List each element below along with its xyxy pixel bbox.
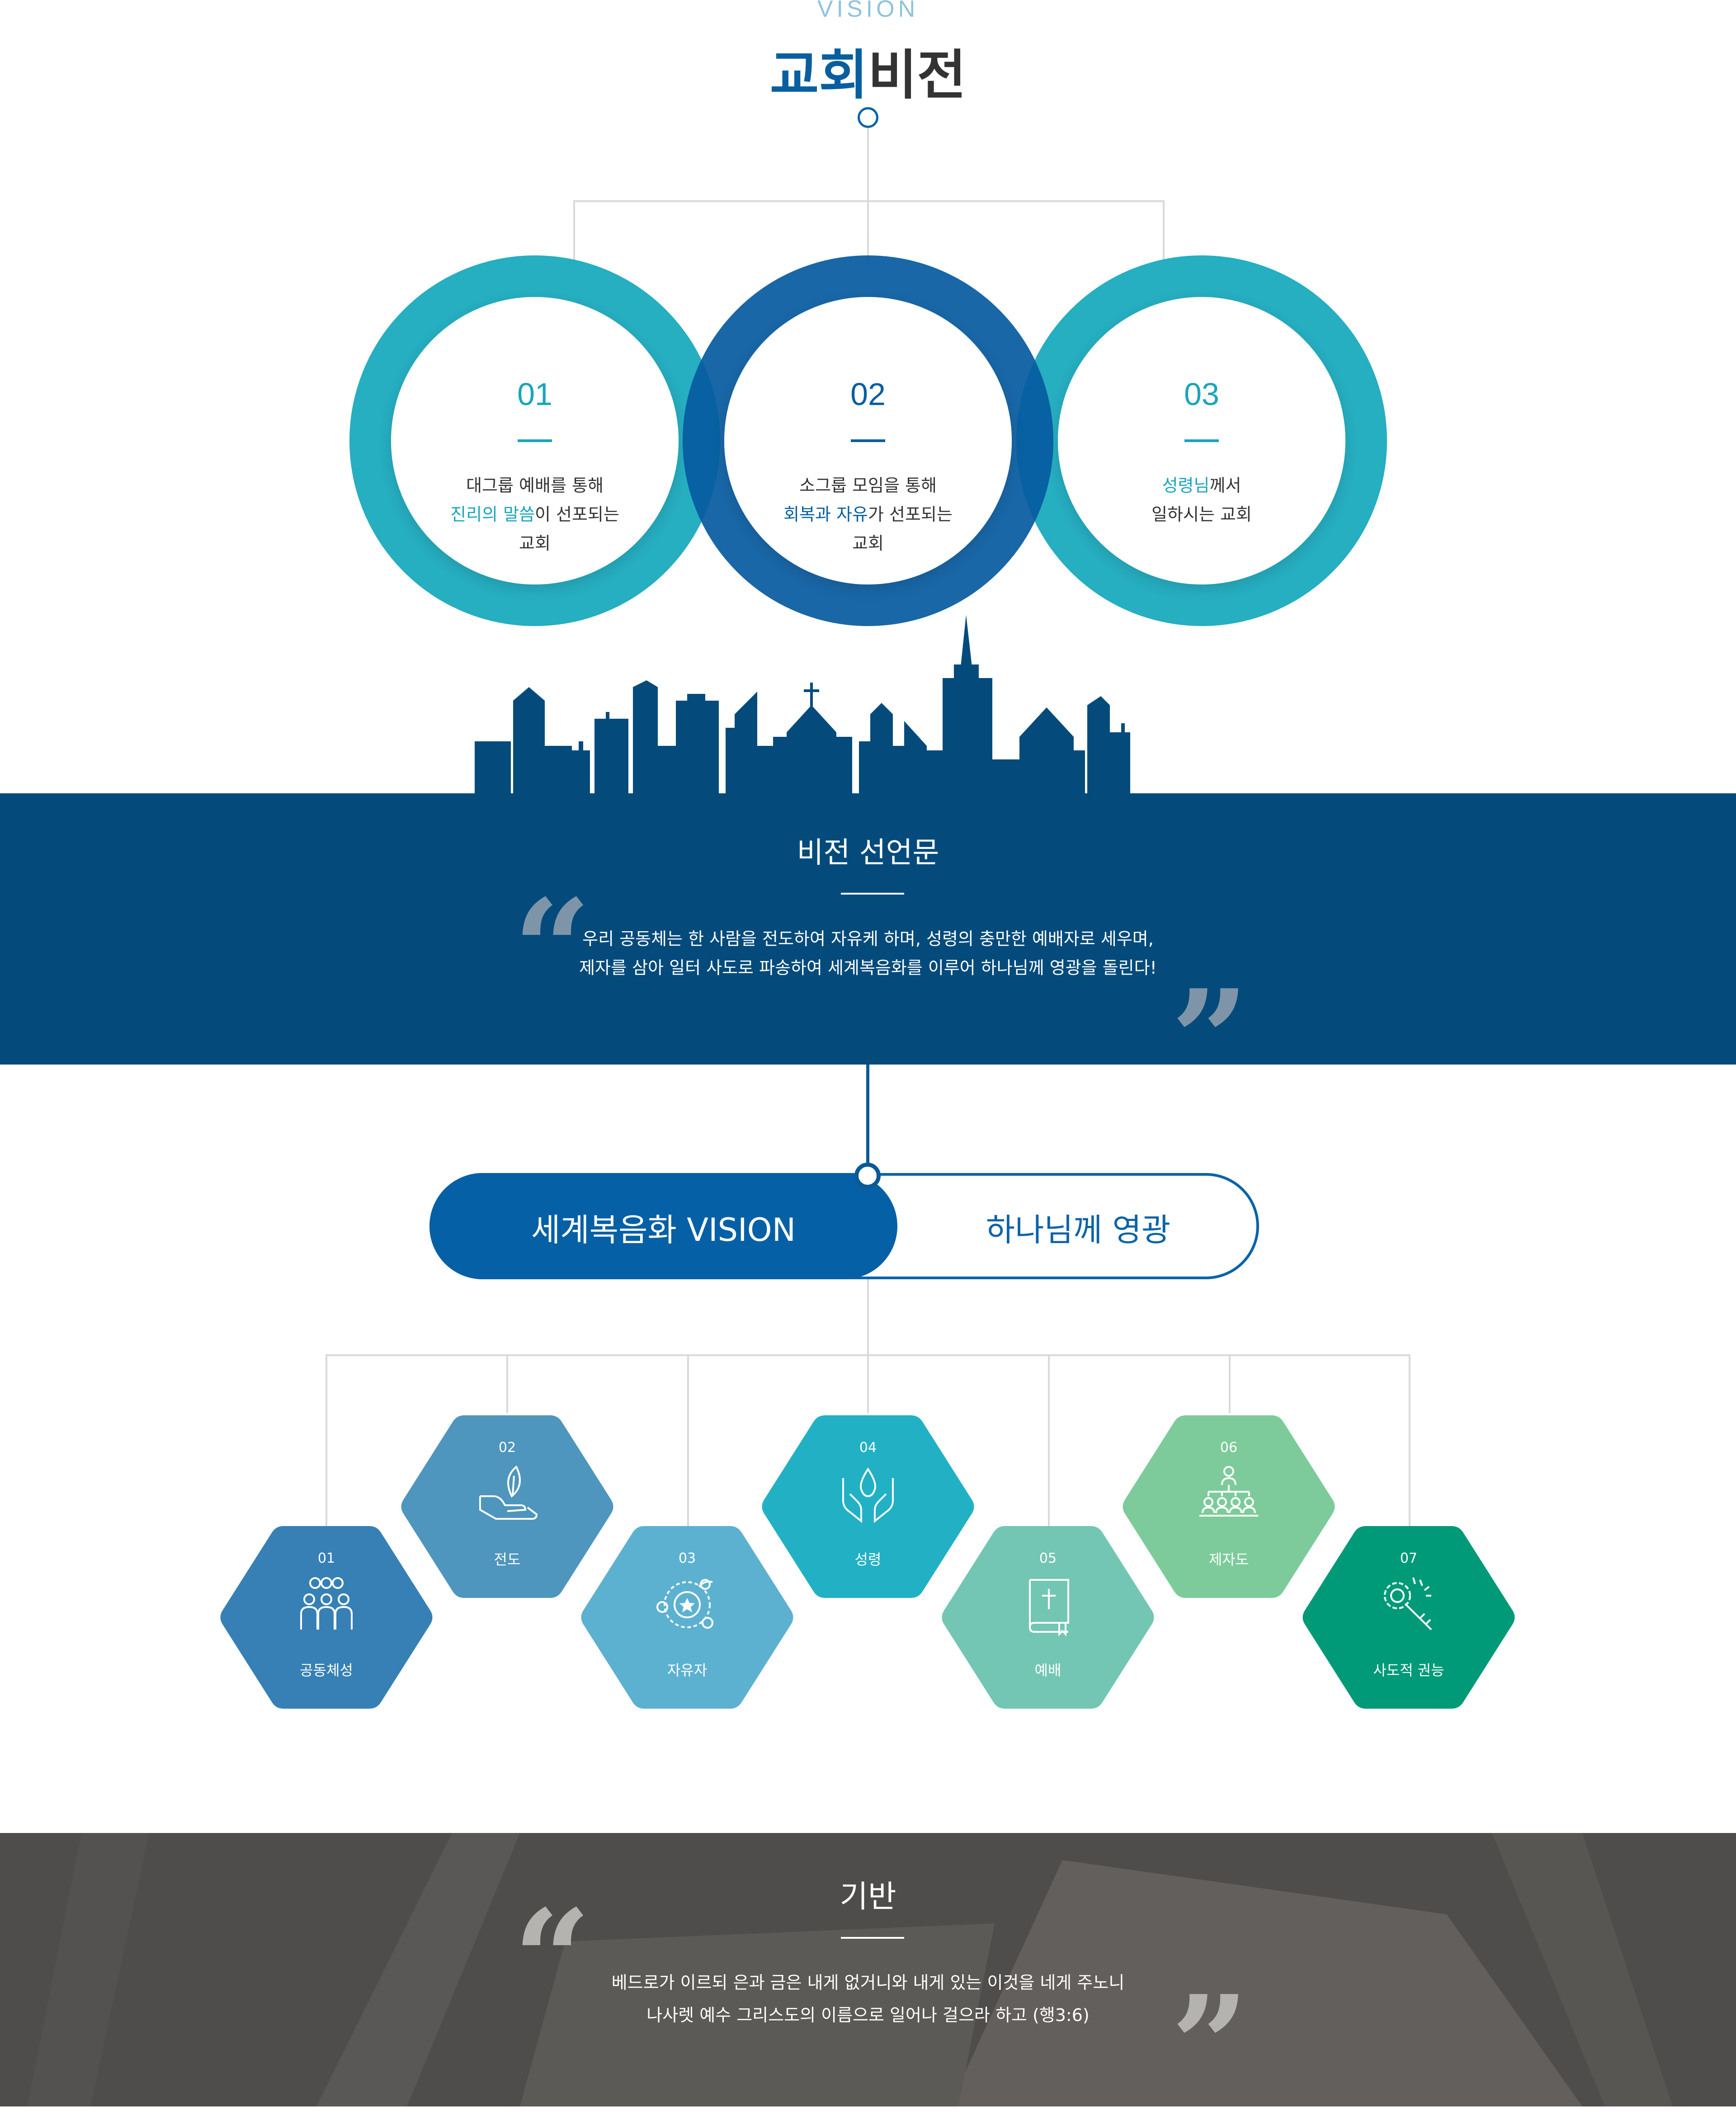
close-quote-icon: ” bbox=[1171, 1965, 1249, 2125]
hexagon-label: 자유자 bbox=[667, 1662, 708, 1679]
foundation-title: 기반 bbox=[840, 1879, 896, 1915]
circle-text: 대그룹 예배를 통해 진리의 말씀이 선포되는 교회 bbox=[391, 471, 679, 558]
close-quote-icon: ” bbox=[1171, 960, 1249, 1119]
circle-highlight: 회복과 자유 bbox=[783, 504, 868, 524]
hexagon-06: 06 제자도 bbox=[1120, 1413, 1337, 1601]
statement-title: 비전 선언문 bbox=[797, 836, 939, 870]
hexagon-label: 예배 bbox=[1034, 1662, 1061, 1679]
circle-line: 성령님께서 bbox=[1058, 471, 1345, 500]
city-skyline-icon bbox=[475, 615, 1130, 800]
hexagon-label: 공동체성 bbox=[300, 1662, 353, 1679]
circle-line: 회복과 자유가 선포되는 bbox=[724, 500, 1012, 529]
circle-face: 02 소그룹 모임을 통해 회복과 자유가 선포되는 교회 bbox=[724, 297, 1012, 584]
connector-line bbox=[867, 128, 869, 264]
connector-line bbox=[1048, 1354, 1050, 1535]
orbit-star-icon bbox=[656, 1579, 713, 1629]
open-bible-background bbox=[27, 1833, 1673, 2106]
hexagon-07: 07 사도적 권능 bbox=[1300, 1523, 1517, 1711]
circle-number: 01 bbox=[517, 377, 552, 412]
hexagon-label: 사도적 권능 bbox=[1373, 1662, 1444, 1679]
hands-drop-icon bbox=[842, 1467, 894, 1523]
vision-circle-02: 02 소그룹 모임을 통해 회복과 자유가 선포되는 교회 bbox=[683, 255, 1053, 626]
circle-face: 01 대그룹 예배를 통해 진리의 말씀이 선포되는 교회 bbox=[391, 297, 679, 584]
title-ring bbox=[858, 107, 878, 128]
title-rest: 비전 bbox=[868, 44, 967, 106]
circle-line-rest: 이 선포되는 bbox=[535, 504, 619, 524]
section-eyebrow: VISION bbox=[817, 0, 919, 22]
hexagon-03: 03 자유자 bbox=[579, 1523, 796, 1711]
hexagon-label: 성령 bbox=[854, 1551, 882, 1568]
connector-line bbox=[573, 200, 1165, 202]
foundation-divider bbox=[841, 1937, 904, 1939]
pill-connector-dot bbox=[854, 1163, 881, 1189]
circle-line: 소그룹 모임을 통해 bbox=[799, 476, 937, 495]
circle-line: 대그룹 예배를 통해 bbox=[466, 476, 604, 495]
connector-line bbox=[687, 1354, 689, 1535]
connector-line bbox=[573, 200, 575, 264]
circle-number: 02 bbox=[850, 377, 886, 412]
connector-line bbox=[1229, 1354, 1231, 1413]
hand-leaf-icon bbox=[479, 1465, 538, 1520]
connector-line bbox=[1409, 1354, 1410, 1535]
hexagon-04: 04 성령 bbox=[760, 1413, 976, 1601]
circle-line: 교회 bbox=[852, 533, 884, 553]
circle-line: 진리의 말씀이 선포되는 bbox=[391, 500, 679, 529]
pill-left-label: 세계복음화 VISION bbox=[531, 1211, 796, 1249]
circle-highlight: 성령님 bbox=[1162, 476, 1210, 495]
circle-line: 일하시는 교회 bbox=[1151, 504, 1252, 524]
hexagon-number: 05 bbox=[1039, 1550, 1057, 1566]
circle-highlight: 진리의 말씀 bbox=[450, 504, 535, 524]
open-quote-icon: “ bbox=[513, 869, 591, 1029]
circle-line: 교회 bbox=[519, 533, 551, 553]
statement-line: 제자를 삼아 일터 사도로 파송하여 세계복음화를 이루어 하나님께 영광을 돌… bbox=[579, 958, 1157, 978]
circle-line-rest: 가 선포되는 bbox=[868, 504, 953, 524]
circle-line-rest: 께서 bbox=[1209, 476, 1241, 495]
foundation-line: 나사렛 예수 그리스도의 이름으로 일어나 걸으라 하고 (행3:6) bbox=[646, 2005, 1090, 2025]
hexagon-label: 전도 bbox=[494, 1551, 521, 1568]
hexagon-number: 01 bbox=[317, 1550, 335, 1566]
foundation-line: 베드로가 이르되 은과 금은 내게 없거니와 내게 있는 이것을 네게 주노니 bbox=[611, 1973, 1125, 1993]
connector-line bbox=[867, 1279, 869, 1356]
connector-line bbox=[326, 1354, 327, 1535]
statement-text: 우리 공동체는 한 사람을 전도하여 자유케 하며, 성령의 충만한 예배자로 … bbox=[0, 924, 1736, 982]
statement-band bbox=[0, 793, 1736, 1065]
connector-line bbox=[867, 1354, 869, 1413]
statement-line: 우리 공동체는 한 사람을 전도하여 자유케 하며, 성령의 충만한 예배자로 … bbox=[582, 929, 1154, 949]
circle-face: 03 성령님께서 일하시는 교회 bbox=[1058, 297, 1345, 584]
connector-line bbox=[506, 1354, 508, 1413]
open-quote-icon: “ bbox=[513, 1880, 591, 2039]
vision-circle-03: 03 성령님께서 일하시는 교회 bbox=[1016, 255, 1387, 626]
circle-number: 03 bbox=[1184, 377, 1219, 412]
pill-left-segment bbox=[429, 1173, 897, 1279]
circle-text: 성령님께서 일하시는 교회 bbox=[1058, 471, 1345, 529]
connector-line bbox=[866, 1065, 869, 1173]
hexagon-01: 01 공동체성 bbox=[218, 1523, 435, 1711]
vision-circle-01: 01 대그룹 예배를 통해 진리의 말씀이 선포되는 교회 bbox=[349, 255, 720, 626]
people-group-icon bbox=[300, 1577, 353, 1630]
hexagon-label: 제자도 bbox=[1208, 1551, 1249, 1568]
hexagon-number: 07 bbox=[1400, 1550, 1418, 1566]
circle-divider bbox=[1184, 439, 1219, 442]
circle-text: 소그룹 모임을 통해 회복과 자유가 선포되는 교회 bbox=[724, 471, 1012, 558]
hexagon-number: 06 bbox=[1220, 1440, 1238, 1456]
hexagon-02: 02 전도 bbox=[399, 1413, 616, 1601]
org-chart-icon bbox=[1199, 1466, 1258, 1517]
hexagon-number: 04 bbox=[859, 1440, 877, 1456]
title-highlight: 교회 bbox=[769, 44, 868, 106]
pill-right-label: 하나님께 영광 bbox=[986, 1211, 1171, 1249]
circle-divider bbox=[851, 439, 885, 442]
circle-divider bbox=[518, 439, 552, 442]
bible-icon bbox=[1028, 1579, 1069, 1636]
hexagon-number: 02 bbox=[498, 1440, 516, 1456]
foundation-section bbox=[0, 1833, 1736, 2106]
connector-line bbox=[1163, 200, 1165, 264]
page-title: 교회비전 bbox=[0, 32, 1736, 109]
statement-divider bbox=[841, 893, 904, 895]
foundation-text: 베드로가 이르되 은과 금은 내게 없거니와 내게 있는 이것을 네게 주노니 … bbox=[0, 1966, 1736, 2031]
key-gear-icon bbox=[1384, 1577, 1432, 1630]
hexagon-05: 05 예배 bbox=[939, 1523, 1156, 1711]
hexagon-number: 03 bbox=[678, 1550, 696, 1566]
